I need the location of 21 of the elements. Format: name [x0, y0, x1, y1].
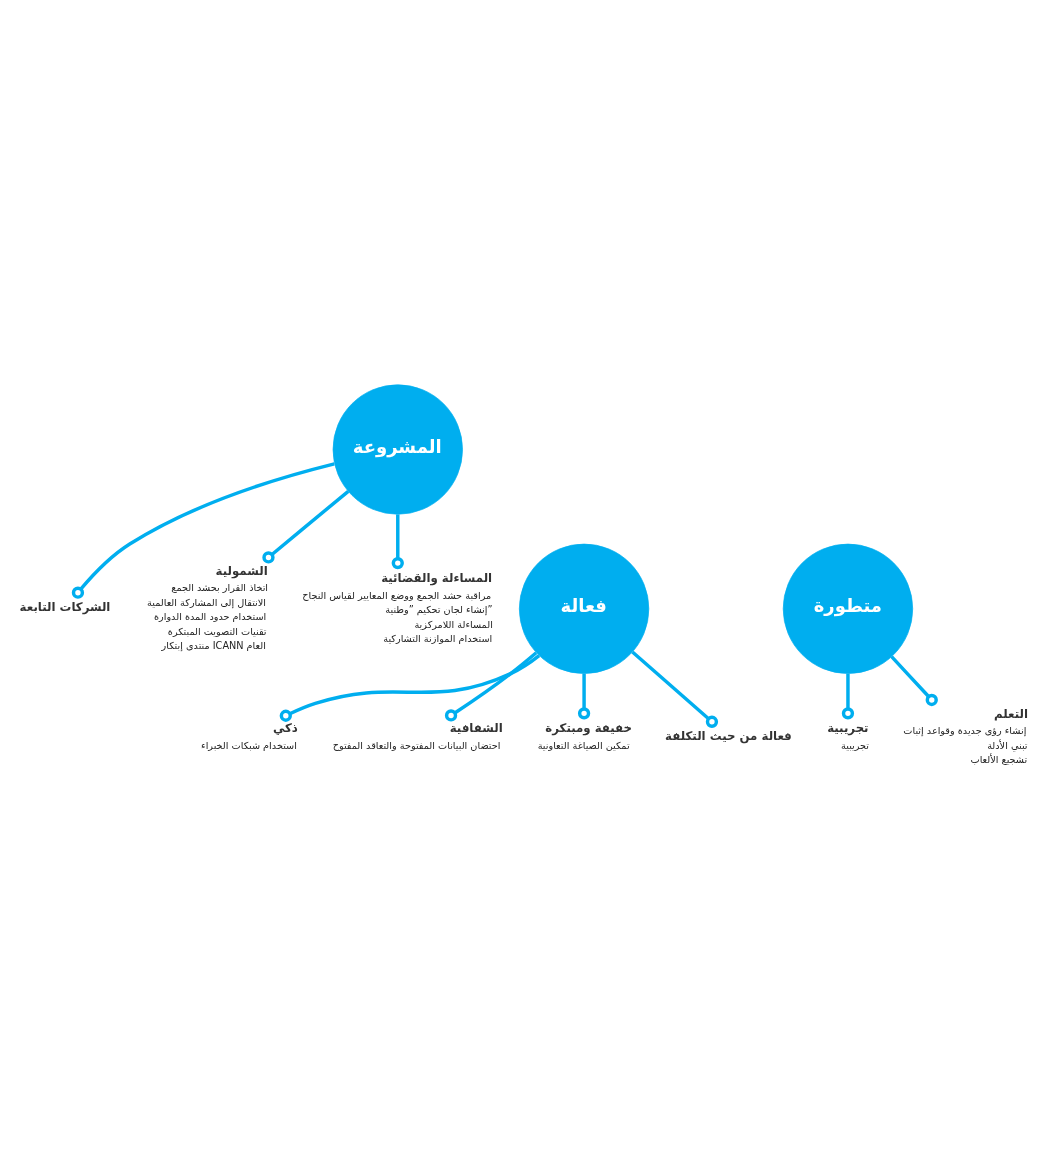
connector — [631, 650, 719, 728]
node-circle: متطورة — [782, 543, 914, 674]
node-text: ذكي استخدام شبكات الخبراء — [201, 720, 298, 751]
node-text: الشفافية احتضان البيانات المفتوحة والتعاقد المفتوح — [332, 720, 503, 751]
connector — [577, 673, 591, 719]
connector — [841, 673, 855, 719]
connector — [71, 461, 335, 599]
connector — [391, 513, 404, 569]
connector — [890, 655, 938, 706]
connector — [262, 489, 350, 564]
connector — [444, 650, 538, 722]
connector — [279, 653, 541, 722]
node-circle: المشروعة — [332, 383, 463, 515]
node-text: تجريبية تجريبية — [827, 720, 870, 751]
node-text: التعلم إنشاء رؤى جديدة وقواعد إثبات تبني الأدلة تشجيع الألعاب — [903, 706, 1029, 765]
node-text: المساءلة والقضائية مراقبة حشد الجمع ووضع المعايير لقياس النجاح إنشاء لجان تحكيم ”وطنية” المساءلة اللامركزية استخدام الموازنة التشاركية — [302, 570, 493, 644]
node-text: فعالة من حيث التكلفة — [665, 728, 792, 743]
node-text: خفيفة ومبتكرة تمكين الصياغة التعاونية — [537, 720, 633, 751]
node-text: الشمولية اتخاذ القرار بحشد الجمع الانتقال إلى المشاركة العالمية استخدام حدود المدة الدوارة تقنيات التصويت المبتكرة منتدى إبتكار ICANN العام — [147, 563, 269, 651]
node-circle: فعالة — [519, 543, 650, 674]
node-text: الشركات التابعة — [19, 599, 111, 614]
